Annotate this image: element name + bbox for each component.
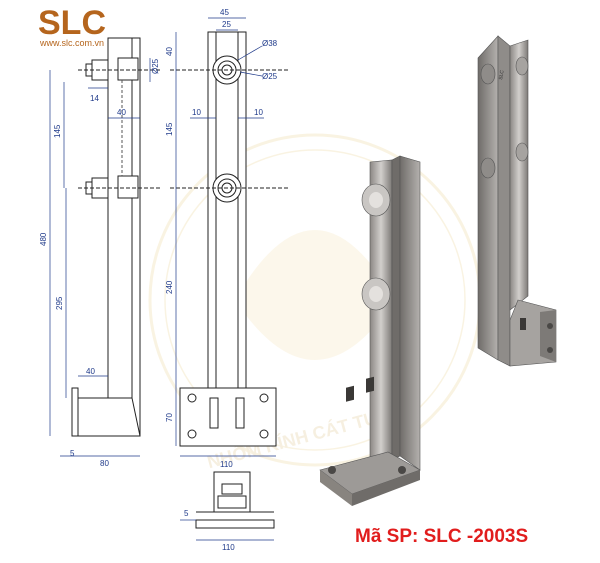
front-dim-d38: Ø38 xyxy=(262,39,278,48)
front-dim-d25: Ø25 xyxy=(262,72,278,81)
product-code: Mã SP: SLC -2003S xyxy=(355,526,529,547)
bottom-view xyxy=(195,471,275,529)
front-dim-10-right: 10 xyxy=(254,108,263,117)
side-dim-40-top: 40 xyxy=(117,108,126,117)
side-dim-480: 480 xyxy=(39,232,48,246)
website-text: www.slc.com.vn xyxy=(39,38,104,48)
side-dim-14: 14 xyxy=(90,94,99,103)
front-dim-10-left: 10 xyxy=(192,108,201,117)
front-dimensions xyxy=(175,17,276,457)
front-dim-70: 70 xyxy=(165,413,174,422)
front-dim-240: 240 xyxy=(165,280,174,294)
logo-text: SLC xyxy=(38,4,106,42)
brand-logo[interactable]: SLC www.slc.com.vn xyxy=(38,4,106,48)
side-dim-40-bottom: 40 xyxy=(86,367,95,376)
side-dimensions xyxy=(49,58,151,457)
bottom-dim-110: 110 xyxy=(222,543,235,552)
front-dim-40: 40 xyxy=(165,47,174,56)
render-front-left xyxy=(319,155,421,506)
side-dim-80: 80 xyxy=(100,459,109,468)
front-dim-25: 25 xyxy=(222,20,231,29)
front-dim-45: 45 xyxy=(220,8,229,17)
side-dim-5: 5 xyxy=(70,449,75,458)
front-view xyxy=(170,31,290,447)
side-dim-295: 295 xyxy=(55,296,64,310)
side-view xyxy=(71,37,160,437)
bottom-dimensions xyxy=(180,519,274,541)
side-dim-145: 145 xyxy=(53,124,62,138)
bottom-dim-5: 5 xyxy=(184,509,189,518)
front-dim-110: 110 xyxy=(220,460,233,469)
side-dim-d25: Ø25 xyxy=(151,58,160,74)
engraved-logo: SLC xyxy=(498,69,506,80)
render-back-right: SLC xyxy=(477,35,557,367)
front-dim-145: 145 xyxy=(165,122,174,136)
